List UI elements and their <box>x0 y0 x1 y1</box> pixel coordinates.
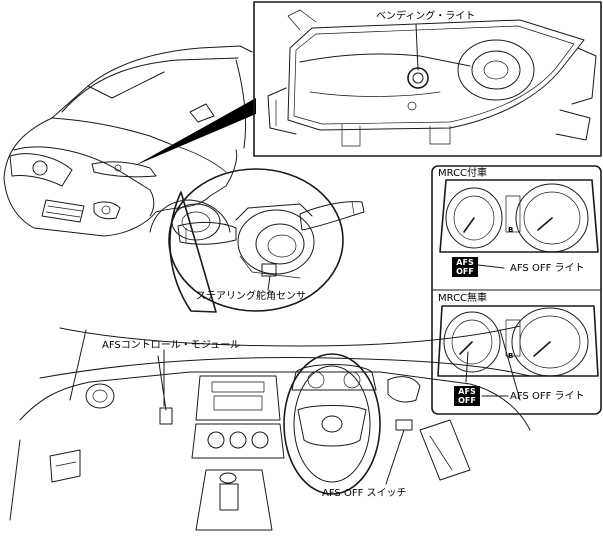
headlamp-inset <box>253 1 602 157</box>
afs-off-indicator-badge-no-mrcc: AFS OFF <box>454 386 480 406</box>
label-afs-control-module: AFSコントロール・モジュール <box>102 340 241 351</box>
label-afs-off-switch: AFS OFF スイッチ <box>322 488 407 499</box>
car-illustration <box>3 45 256 241</box>
label-afs-off-light-1: AFS OFF ライト <box>510 263 585 274</box>
svg-text:B: B <box>508 226 513 234</box>
badge-afs-text: AFS <box>456 258 474 267</box>
label-steering-angle-sensor: ステアリング舵角センサ <box>196 291 306 302</box>
interior-dashboard <box>9 325 531 531</box>
meter-cluster-inset: B B <box>431 165 602 415</box>
label-bending-light: ベンディング・ライト <box>376 11 476 22</box>
label-mrcc-not-equipped: MRCC無車 <box>438 293 488 304</box>
steering-sensor-inset <box>168 168 365 313</box>
badge-off-text: OFF <box>458 396 476 405</box>
badge-off-text: OFF <box>456 267 474 276</box>
afs-off-indicator-badge-mrcc: AFS OFF <box>452 257 478 277</box>
label-mrcc-equipped: MRCC付車 <box>438 168 488 179</box>
label-afs-off-light-2: AFS OFF ライト <box>510 391 585 402</box>
badge-afs-text: AFS <box>458 387 476 396</box>
svg-text:B: B <box>508 352 513 360</box>
